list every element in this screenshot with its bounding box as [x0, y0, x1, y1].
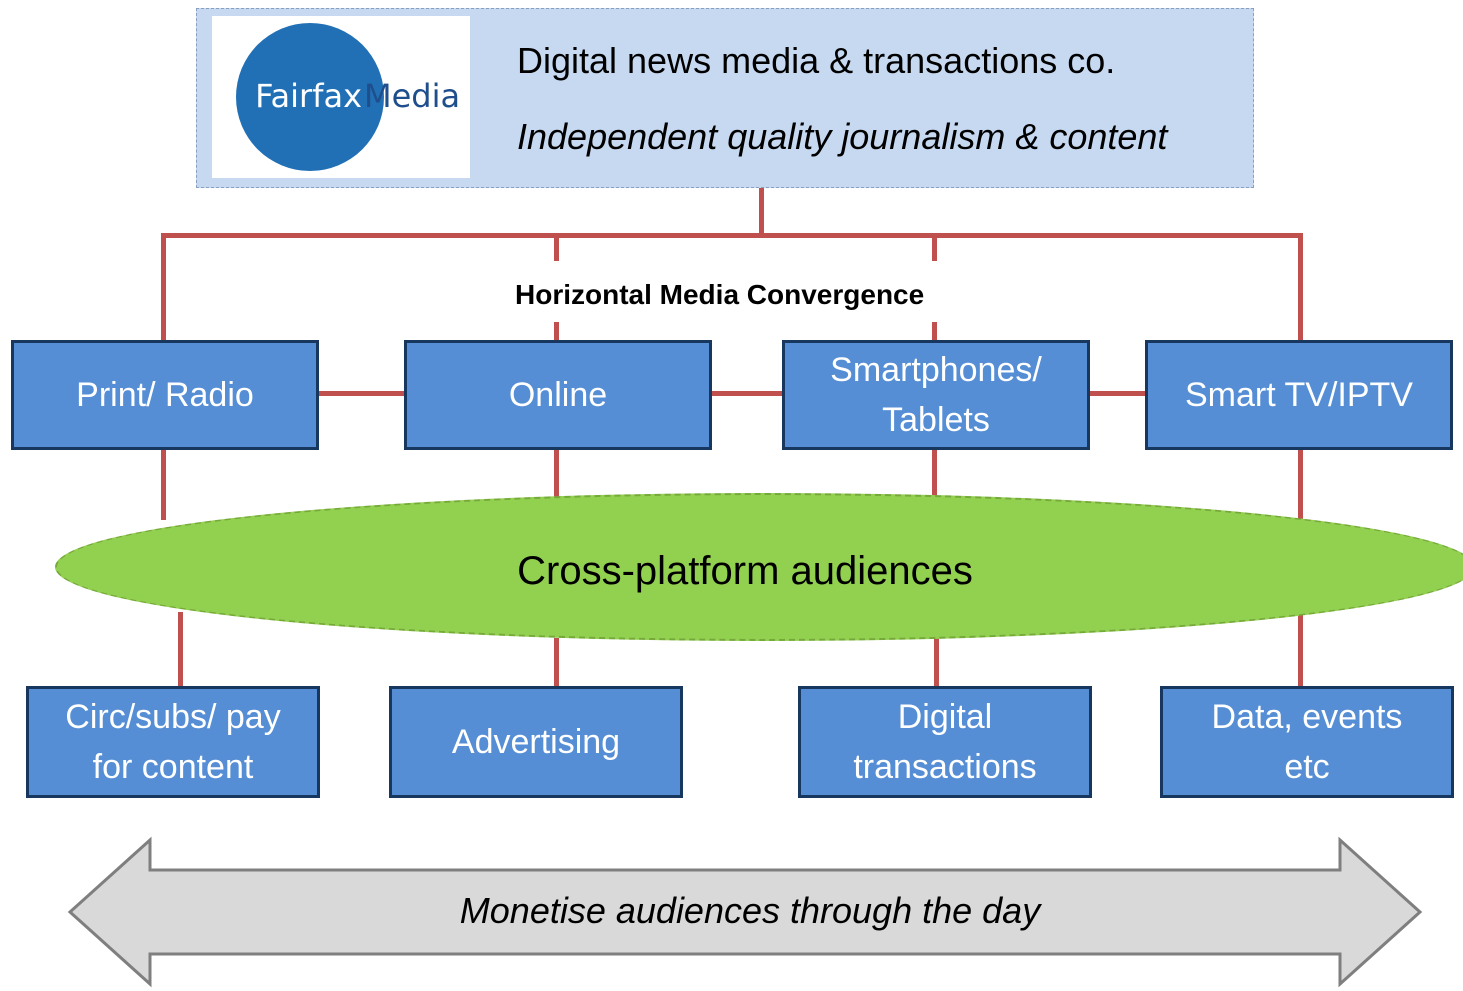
- connector-smarttv-audience: [1298, 448, 1303, 520]
- connector-audience-data: [1298, 612, 1303, 690]
- connector-header-down: [759, 188, 764, 236]
- fairfax-media-logo: [236, 23, 384, 171]
- platform-box-online: Online: [404, 340, 712, 450]
- connector-drop-smartphones: [932, 233, 937, 261]
- connector-print-online: [316, 391, 406, 396]
- connector-top-horizontal: [161, 233, 1303, 238]
- platform-box-smart-tv: Smart TV/IPTV: [1145, 340, 1453, 450]
- arrow-label: Monetise audiences through the day: [459, 890, 1041, 931]
- revenue-box-advertising: Advertising: [389, 686, 683, 798]
- platform-box-print-radio: Print/ Radio: [11, 340, 319, 450]
- connector-drop-print: [161, 233, 166, 341]
- connector-online-audience: [554, 448, 559, 498]
- header-subtitle: Independent quality journalism & content: [517, 116, 1168, 157]
- connector-audience-transactions: [934, 638, 939, 690]
- audience-ellipse: [55, 493, 1463, 641]
- double-arrow-shape: [67, 836, 1423, 988]
- double-arrow-icon: [67, 836, 1423, 988]
- platform-box-smartphones-tablets: Smartphones/ Tablets: [782, 340, 1090, 450]
- connector-drop-smarttv: [1298, 233, 1303, 341]
- audience-label: Cross-platform audiences: [517, 549, 973, 593]
- connector-print-audience: [161, 448, 166, 520]
- connector-audience-circ: [178, 612, 183, 690]
- logo-word-fairfax: Fairfax: [255, 77, 362, 115]
- connector-smartphones-audience: [932, 448, 937, 498]
- connector-online-smartphones: [710, 391, 785, 396]
- connector-smartphones-smarttv: [1088, 391, 1148, 396]
- connector-drop-online: [554, 233, 559, 261]
- convergence-label: Horizontal Media Convergence: [515, 279, 925, 310]
- logo-word-media: Media: [364, 77, 461, 115]
- revenue-box-digital-transactions: Digital transactions: [798, 686, 1092, 798]
- connector-audience-advertising: [554, 638, 559, 690]
- revenue-box-data-events: Data, events etc: [1160, 686, 1454, 798]
- connector-drop-smartphones-lower: [932, 322, 937, 342]
- connector-drop-online-lower: [554, 322, 559, 342]
- revenue-box-circ-subs: Circ/subs/ pay for content: [26, 686, 320, 798]
- header-title: Digital news media & transactions co.: [517, 40, 1116, 81]
